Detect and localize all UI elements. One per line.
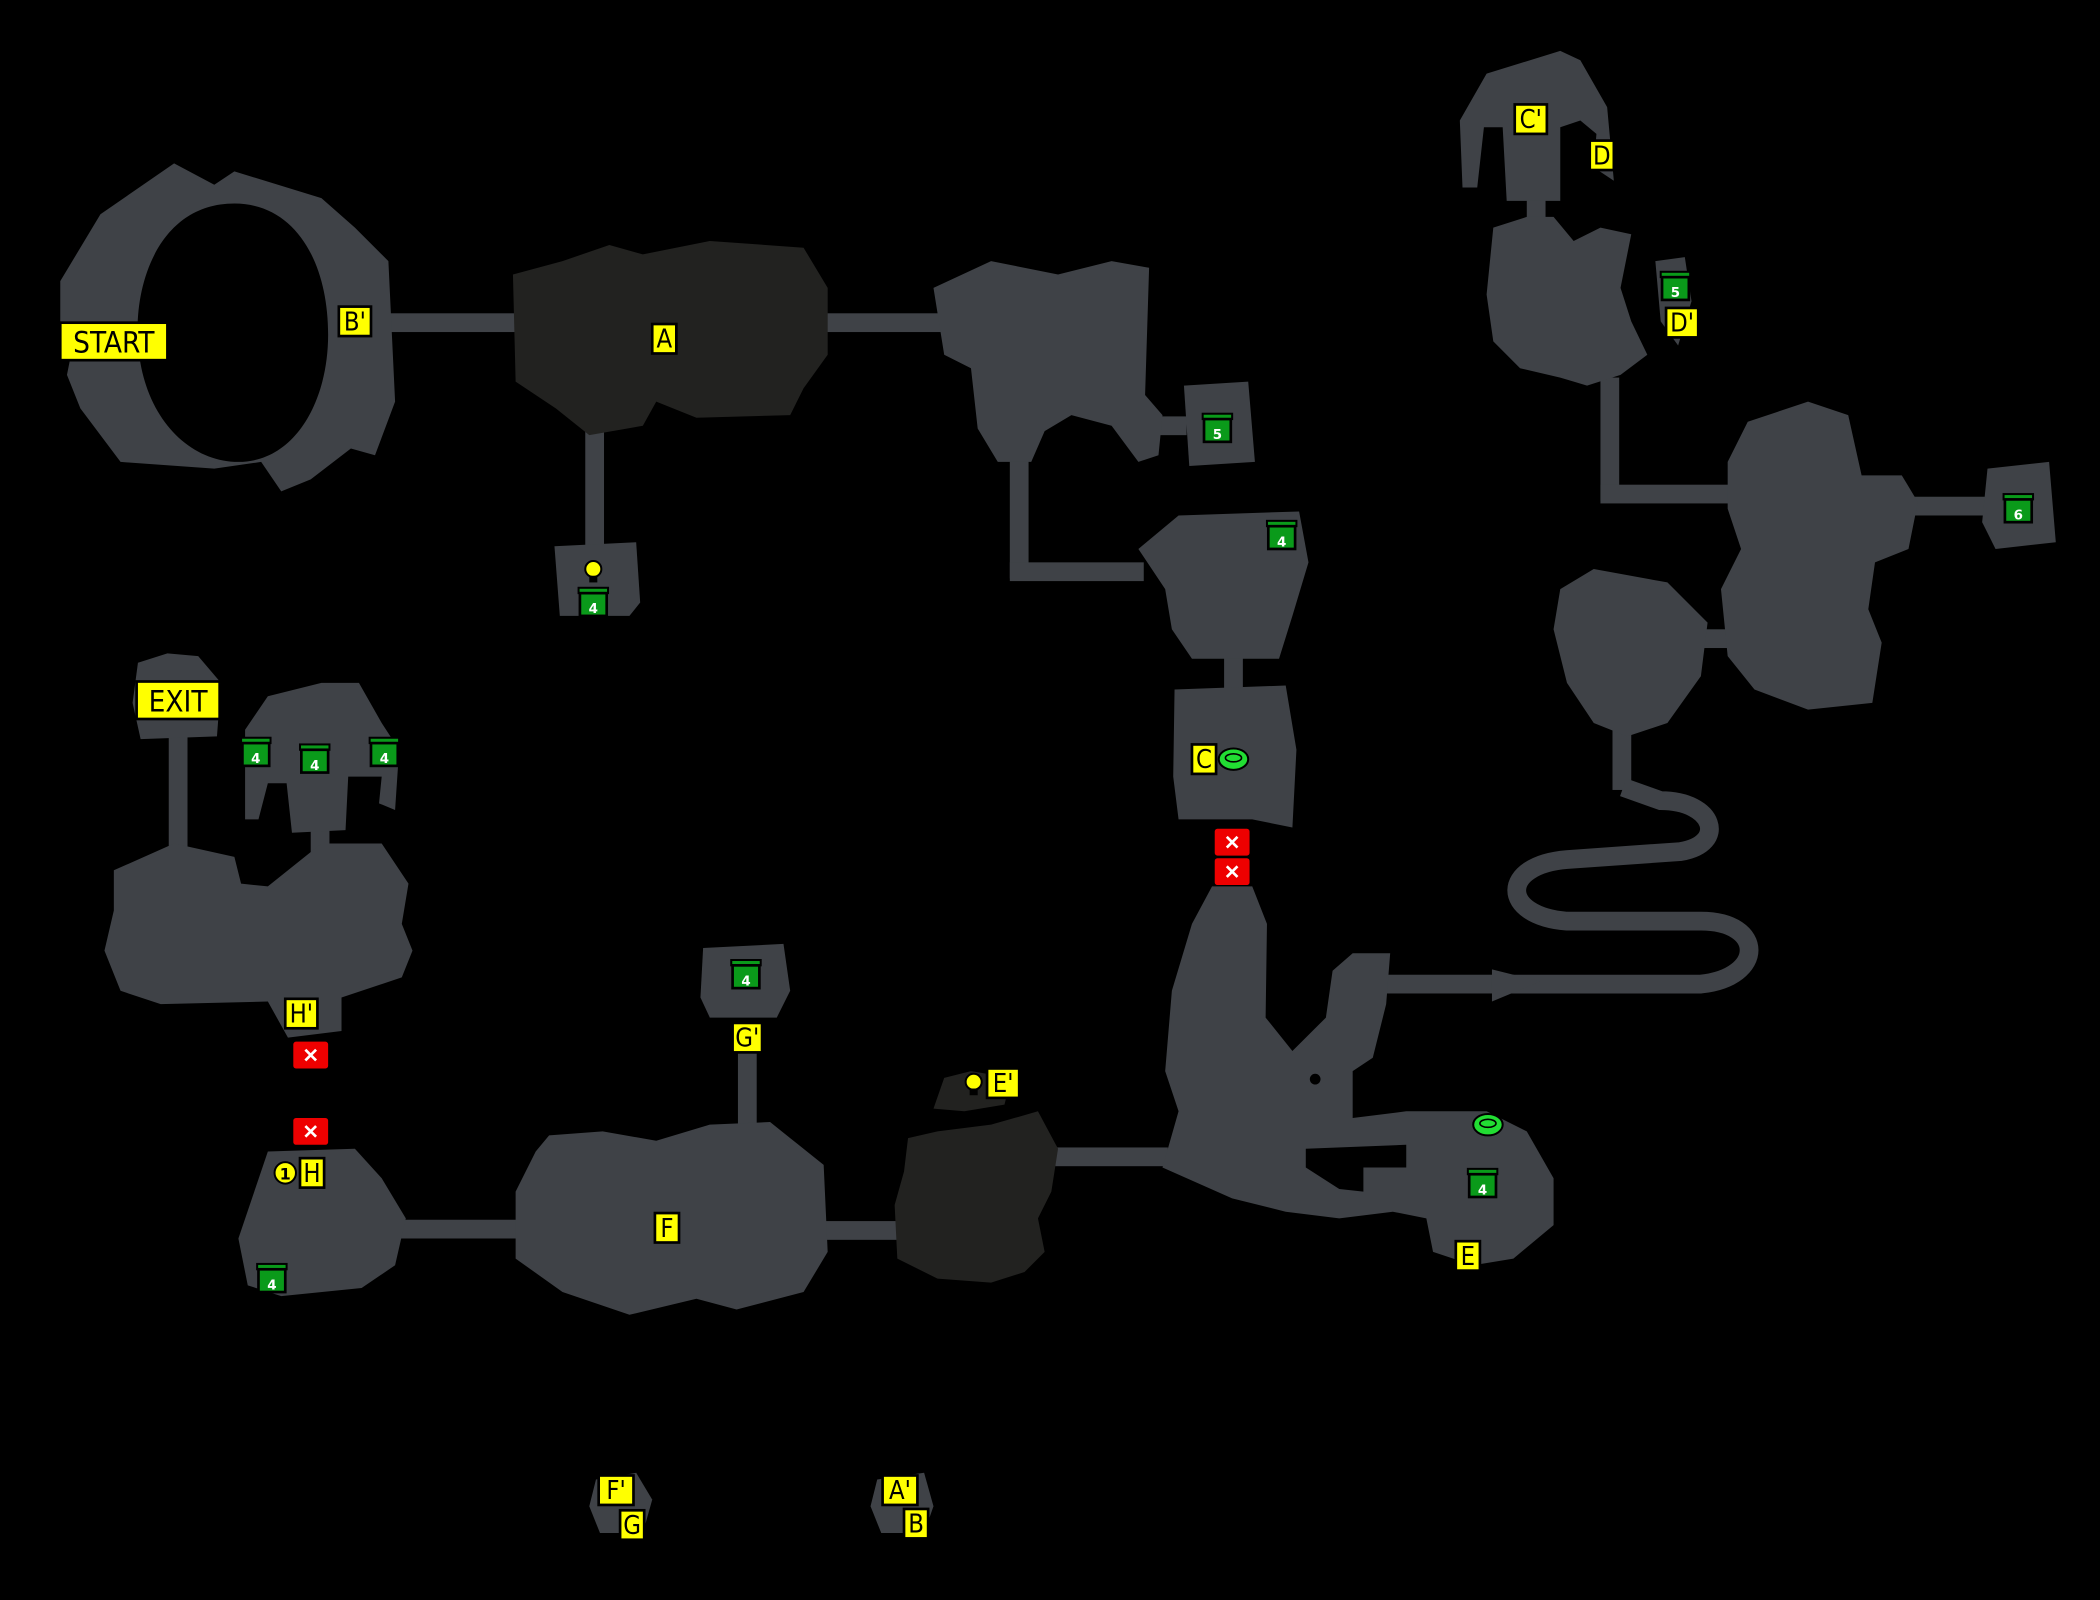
warp-label-g: G (618, 1508, 646, 1542)
svg-text:C': C' (1520, 104, 1542, 134)
svg-text:4: 4 (380, 752, 389, 767)
svg-text:4: 4 (741, 974, 750, 989)
svg-text:D': D' (1670, 308, 1694, 338)
treasure-chest-icon[interactable]: 5 (1659, 270, 1692, 302)
svg-text:6: 6 (2014, 508, 2023, 523)
treasure-chest-icon[interactable]: 5 (1201, 412, 1234, 444)
warp-label-e-prime: E' (985, 1067, 1021, 1100)
warp-label-c: C (1190, 743, 1218, 776)
treasure-chest-icon[interactable]: 4 (577, 586, 610, 618)
treasure-chest-icon[interactable]: 4 (730, 958, 762, 990)
warp-label-d-prime: D' (1664, 306, 1700, 339)
rooms (60, 50, 2056, 1534)
svg-text:E: E (1461, 1241, 1475, 1271)
svg-text:5: 5 (1213, 428, 1222, 443)
svg-text:G: G (623, 1510, 641, 1540)
svg-text:B': B' (344, 306, 366, 336)
svg-text:B: B (908, 1509, 924, 1539)
warp-label-a: A (650, 322, 678, 355)
room-h (238, 1148, 406, 1297)
svg-text:A: A (656, 324, 672, 354)
warp-label-a-prime: A' (881, 1474, 919, 1507)
svg-text:H: H (303, 1158, 320, 1188)
green-disc-switch-icon[interactable] (1472, 1112, 1504, 1137)
svg-text:4: 4 (1277, 535, 1286, 550)
svg-text:E': E' (993, 1068, 1014, 1098)
start-ring-room (60, 163, 396, 492)
svg-text:A': A' (889, 1475, 911, 1505)
red-x-barrier-icon[interactable] (1214, 828, 1250, 856)
lightbulb-icon[interactable] (584, 560, 603, 583)
warp-label-h-prime: H' (283, 997, 319, 1030)
svg-text:G': G' (735, 1023, 759, 1053)
warp-label-h: H (298, 1156, 326, 1189)
warp-label-f: F (653, 1211, 681, 1244)
warp-label-c-prime: C' (1513, 103, 1549, 136)
treasure-chest-icon[interactable]: 4 (1265, 519, 1298, 551)
warp-label-b: B (902, 1507, 930, 1540)
warp-label-e: E (1454, 1239, 1482, 1272)
treasure-chest-icon[interactable]: 4 (298, 743, 331, 774)
svg-text:4: 4 (1478, 1183, 1487, 1198)
exit-label: EXIT (135, 680, 221, 721)
treasure-chest-icon[interactable]: 6 (2002, 493, 2035, 524)
svg-text:F: F (660, 1213, 673, 1243)
svg-text:4: 4 (310, 759, 319, 774)
warp-label-d: D (1588, 139, 1616, 172)
treasure-chest-icon[interactable]: 4 (368, 736, 401, 768)
start-label: START (58, 321, 169, 362)
svg-text:D: D (1593, 140, 1611, 170)
green-disc-switch-icon[interactable] (1217, 747, 1250, 771)
corridors (168, 195, 1991, 1240)
treasure-chest-icon[interactable]: 4 (1466, 1167, 1499, 1199)
treasure-chest-icon[interactable]: 4 (256, 1262, 288, 1294)
svg-text:EXIT: EXIT (149, 685, 209, 719)
warp-label-f-prime: F' (597, 1474, 635, 1507)
svg-text:H': H' (290, 999, 314, 1029)
lightbulb-icon[interactable] (964, 1072, 983, 1096)
svg-text:4: 4 (267, 1278, 276, 1293)
svg-text:4: 4 (589, 602, 598, 617)
svg-text:C: C (1196, 744, 1212, 774)
svg-text:F': F' (606, 1475, 625, 1505)
treasure-chest-icon[interactable]: 4 (240, 736, 272, 768)
warp-label-g-prime: G' (731, 1021, 764, 1054)
red-x-barrier-icon[interactable] (293, 1041, 329, 1069)
svg-text:4: 4 (251, 752, 260, 767)
svg-text:5: 5 (1671, 286, 1680, 301)
svg-text:1: 1 (280, 1165, 291, 1184)
svg-text:START: START (73, 326, 155, 360)
warp-label-b-prime: B' (337, 305, 373, 338)
numbered-marker: 1 (273, 1161, 297, 1185)
red-x-barrier-icon[interactable] (1214, 858, 1250, 886)
red-x-barrier-icon[interactable] (293, 1117, 329, 1145)
